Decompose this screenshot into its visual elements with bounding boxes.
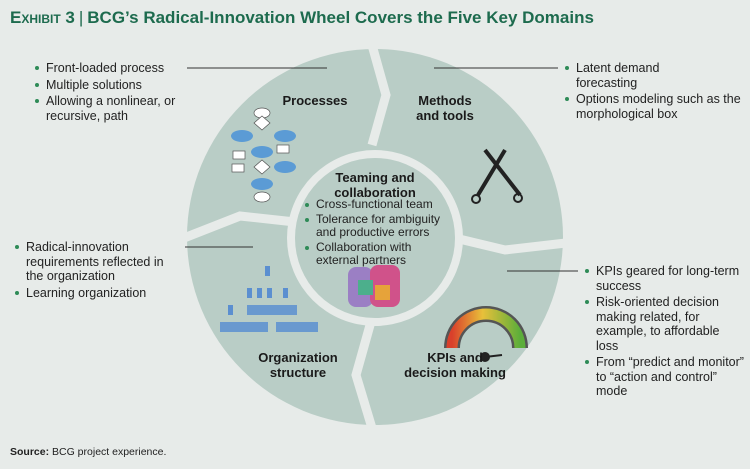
methods-bullets: Latent demand forecasting Options modeli… [564,61,744,123]
segment-label-processes: Processes [282,93,348,108]
source-text: BCG project experience. [52,446,167,458]
flowchart-icon [231,107,296,203]
segment-label-organization: Organization structure [258,350,338,380]
bullet-item: Risk-oriented decision making related, f… [584,295,744,353]
segment-label-teaming: Teaming and collaboration [334,170,416,200]
bullet-item: Front-loaded process [34,61,184,76]
bullet-item: KPIs geared for long-term success [584,264,744,293]
org-chart-icon [220,266,318,332]
bullet-item: Allowing a nonlinear, or recursive, path [34,94,184,123]
bullet-item: Cross-functional team [304,198,454,211]
gauge-icon [444,306,528,362]
bullet-item: Radical-innovation requirements reflecte… [14,240,179,284]
bullet-item: Collaboration with external partners [304,241,454,267]
source-label: Source: [10,446,50,458]
segment-label-kpis: KPIs and decision making [404,350,506,380]
organization-bullets: Radical-innovation requirements reflecte… [14,240,179,302]
bullet-item: Tolerance for ambiguity and productive e… [304,213,454,239]
wrench-icon [471,148,523,204]
bullet-item: Learning organization [14,286,179,301]
segment-label-methods: Methods and tools [416,93,474,123]
leader-lines [185,67,578,272]
processes-bullets: Front-loaded process Multiple solutions … [34,61,184,125]
puzzle-heads-icon [348,265,400,307]
bullet-item: Options modeling such as the morphologic… [564,92,744,121]
exhibit-number: Exhibit 3 [10,8,75,27]
bullet-item: Latent demand forecasting [564,61,666,90]
source-note: Source: BCG project experience. [10,446,166,458]
bullet-item: From “predict and monitor” to “action an… [584,355,744,399]
title-text: BCG’s Radical-Innovation Wheel Covers th… [87,8,594,27]
teaming-bullets: Cross-functional team Tolerance for ambi… [304,198,454,269]
exhibit-title: Exhibit 3|BCG’s Radical-Innovation Wheel… [10,8,594,28]
kpis-bullets: KPIs geared for long-term success Risk-o… [584,264,744,401]
segment-gaps [182,43,567,430]
divider: | [78,8,84,27]
center-circle [295,158,455,318]
bullet-item: Multiple solutions [34,78,184,93]
